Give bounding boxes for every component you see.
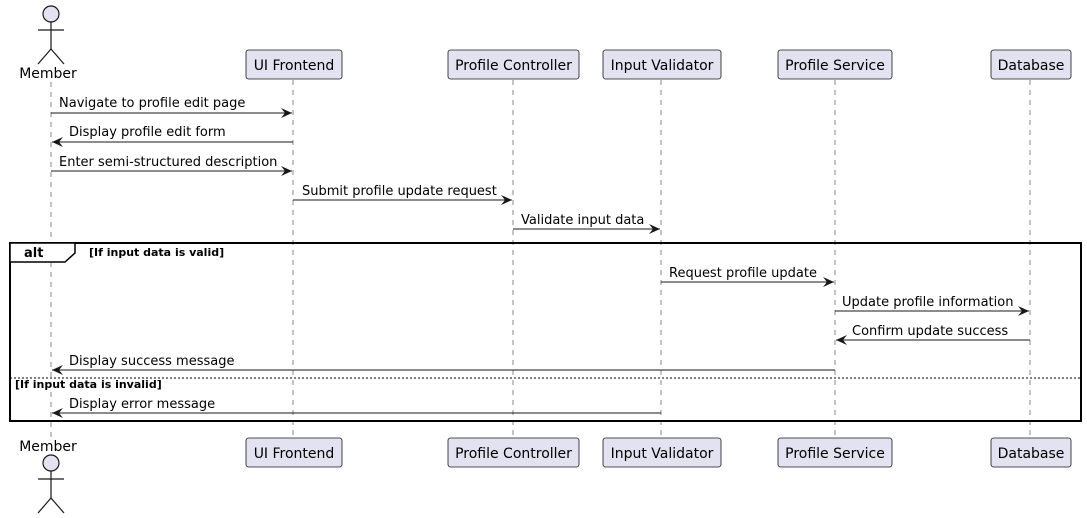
message-label: Display profile edit form [69, 125, 226, 140]
guard-invalid: [If input data is invalid] [15, 378, 162, 391]
participant-label-profile-controller: Profile Controller [455, 58, 572, 74]
participant-rect [245, 49, 343, 80]
alt-frame: alt [If input data is valid] [If input d… [9, 242, 1082, 422]
message-10: Display error message [52, 397, 661, 418]
participant-box-profile-service: Profile Service [777, 49, 893, 80]
message-9: Display success message [52, 354, 835, 375]
participant-rect [777, 437, 893, 468]
participant-label-member: Member [19, 66, 77, 82]
participant-box-profile-controller-bottom: Profile Controller [447, 437, 580, 468]
participant-label-ui-frontend: UI Frontend [254, 58, 335, 74]
participant-rect [447, 437, 580, 468]
participant-box-ui-frontend: UI Frontend [245, 49, 343, 80]
participant-label-ui-frontend-bottom: UI Frontend [254, 446, 335, 462]
message-label: Confirm update success [852, 324, 1008, 339]
message-5: Validate input data [513, 213, 660, 234]
message-1: Navigate to profile edit page [51, 96, 292, 118]
participant-label-profile-controller-bottom: Profile Controller [455, 446, 572, 462]
message-6: Request profile update [661, 266, 834, 287]
participant-box-ui-frontend-bottom: UI Frontend [245, 437, 343, 468]
participant-rect [245, 437, 343, 468]
participant-label-input-validator-bottom: Input Validator [611, 446, 714, 462]
message-label: Update profile information [842, 295, 1013, 310]
message-label: Display error message [69, 397, 215, 412]
alt-frame-border [9, 242, 1082, 422]
actor-head-icon [42, 454, 60, 472]
alt-frame-tab [9, 242, 76, 263]
message-label: Validate input data [521, 213, 644, 228]
participants-top: Member UI Frontend Profile Controller In… [19, 5, 1072, 82]
actor-head-icon [42, 5, 60, 23]
message-7: Update profile information [835, 295, 1029, 316]
participant-label-member-bottom: Member [19, 439, 77, 455]
participant-label-database: Database [998, 58, 1065, 74]
participant-rect [447, 49, 580, 80]
participant-label-profile-service-bottom: Profile Service [785, 446, 885, 462]
participant-rect [602, 437, 722, 468]
participant-rect [777, 49, 893, 80]
participant-box-database-bottom: Database [990, 437, 1072, 468]
message-label: Submit profile update request [302, 184, 497, 199]
participant-box-profile-controller: Profile Controller [447, 49, 580, 80]
participant-rect [990, 49, 1072, 80]
participant-label-input-validator: Input Validator [611, 58, 714, 74]
actor-right-leg [50, 497, 65, 514]
message-4: Submit profile update request [293, 184, 512, 205]
participant-rect [602, 49, 722, 80]
actor-member-top: Member [19, 5, 77, 82]
guard-valid: [If input data is valid] [89, 246, 224, 259]
message-8: Confirm update success [836, 324, 1030, 345]
actor-member-bottom: Member [19, 439, 77, 514]
participant-box-database: Database [990, 49, 1072, 80]
participant-label-profile-service: Profile Service [785, 58, 885, 74]
message-label: Display success message [69, 354, 234, 369]
participant-label-database-bottom: Database [998, 446, 1065, 462]
message-label: Enter semi-structured description [59, 155, 277, 170]
participant-box-input-validator: Input Validator [602, 49, 722, 80]
participant-box-input-validator-bottom: Input Validator [602, 437, 722, 468]
actor-left-leg [37, 48, 52, 65]
message-2: Display profile edit form [52, 125, 293, 147]
participant-rect [990, 437, 1072, 468]
message-label: Request profile update [669, 266, 817, 281]
message-label: Navigate to profile edit page [59, 96, 245, 111]
messages: Navigate to profile edit page Display pr… [51, 96, 1030, 418]
alt-frame-label: alt [24, 246, 43, 261]
message-3: Enter semi-structured description [51, 155, 292, 176]
participant-box-profile-service-bottom: Profile Service [777, 437, 893, 468]
actor-left-leg [37, 497, 52, 514]
actor-right-leg [50, 48, 65, 65]
participants-bottom: Member UI Frontend Profile Controller In… [19, 437, 1072, 514]
